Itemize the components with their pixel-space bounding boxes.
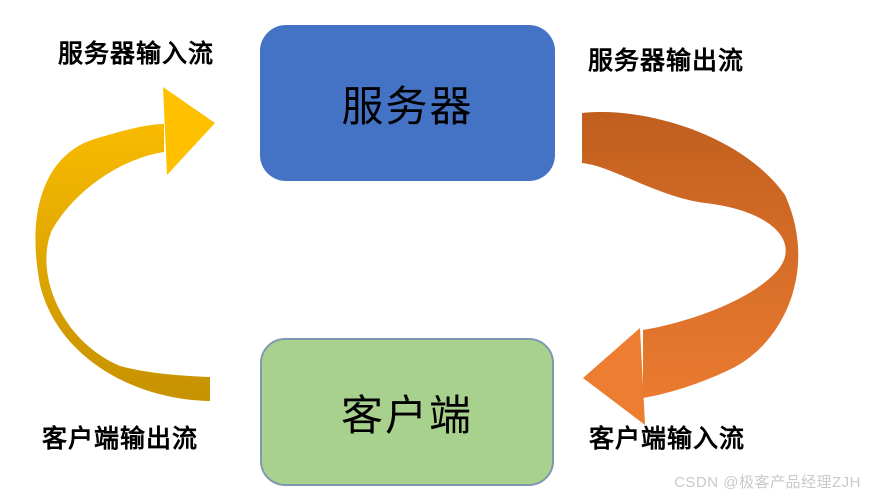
client-node-box bbox=[260, 338, 554, 486]
client-node-label: 客户端 bbox=[340, 391, 473, 439]
down-curved-arrow-head bbox=[583, 328, 645, 425]
server-node-box bbox=[260, 25, 555, 181]
csdn-watermark: CSDN @极客产品经理ZJH bbox=[674, 474, 861, 491]
server-node-label: 服务器 bbox=[341, 82, 474, 130]
down-curved-arrow-ribbon bbox=[582, 112, 799, 399]
server-input-stream-label: 服务器输入流 bbox=[58, 40, 215, 68]
up-curved-arrow-head bbox=[163, 87, 215, 175]
server-output-stream-label: 服务器输出流 bbox=[588, 47, 745, 75]
client-input-stream-label: 客户端输入流 bbox=[589, 425, 746, 453]
client-output-stream-label: 客户端输出流 bbox=[42, 425, 199, 453]
up-curved-arrow-ribbon bbox=[35, 124, 211, 401]
